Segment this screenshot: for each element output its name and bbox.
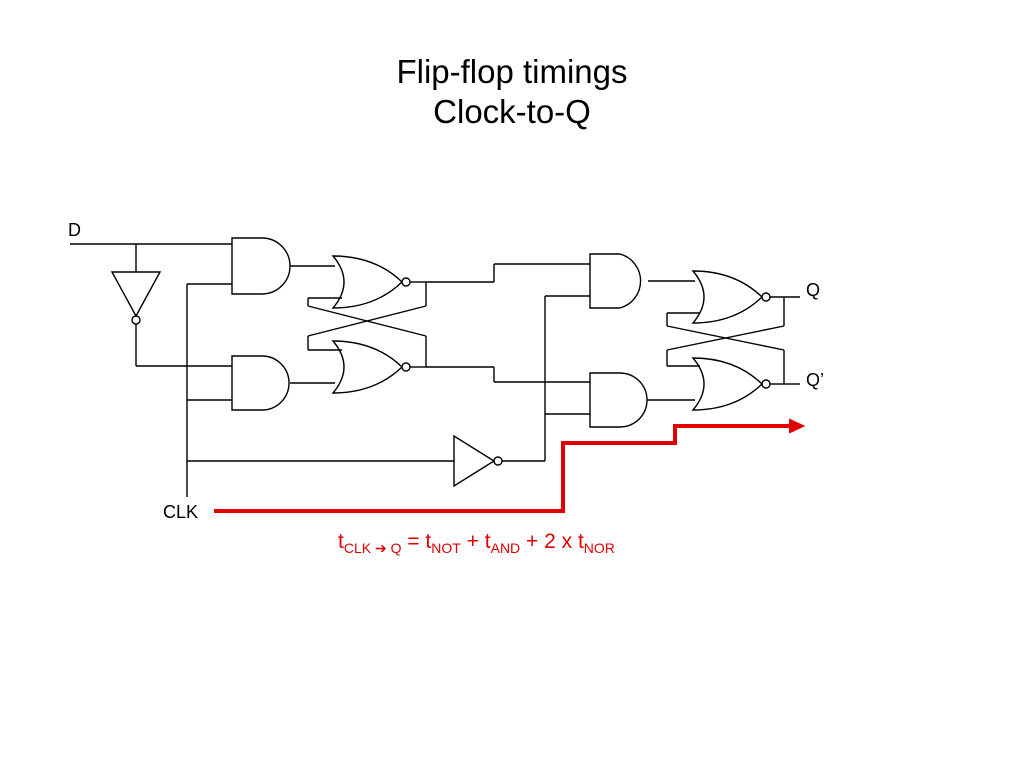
inverter-1-bubble — [131, 315, 141, 325]
wire-cross-1b — [307, 305, 427, 337]
critical-path — [214, 424, 790, 513]
formula-plus-2: + 2 x t — [520, 530, 584, 553]
inverter-2-body — [453, 434, 496, 488]
wire-cross-2b — [666, 325, 785, 351]
and-gate-1 — [231, 237, 291, 295]
inverter-1-body — [110, 271, 162, 318]
formula-sub-and: AND — [491, 540, 521, 556]
formula-sub-not: NOT — [431, 540, 461, 556]
and-gate-2 — [231, 355, 290, 411]
formula-sub-clk: CLK — [344, 540, 372, 556]
label-q: Q — [806, 280, 820, 300]
nor-gate-3-bubble — [761, 292, 771, 302]
formula-eq: = t — [401, 530, 431, 553]
formula-sub-nor: NOR — [584, 540, 615, 556]
and-gate-4 — [589, 372, 648, 428]
nor-gate-1-bubble — [401, 277, 411, 287]
inverter-2-bubble — [493, 456, 503, 466]
nor-gate-2-bubble — [401, 362, 411, 372]
label-q-bar: Q’ — [806, 370, 824, 390]
nor-gate-1 — [331, 255, 404, 309]
nor-gate-2 — [331, 340, 404, 394]
timing-formula: tCLK ➔ Q = tNOT + tAND + 2 x tNOR — [338, 530, 615, 556]
title-line-1: Flip-flop timings — [396, 53, 628, 90]
nor-gate-4 — [691, 357, 764, 411]
nor-gate-3 — [691, 270, 764, 324]
formula-arrow: ➔ — [371, 540, 391, 556]
slide-title: Flip-flop timings Clock-to-Q — [0, 52, 1024, 132]
and-gate-3 — [589, 253, 642, 309]
label-clk: CLK — [163, 502, 198, 522]
formula-t1: t — [338, 530, 344, 553]
label-d: D — [68, 220, 81, 240]
title-line-2: Clock-to-Q — [433, 93, 591, 130]
nor-gate-4-bubble — [761, 379, 771, 389]
right-arrow-icon — [789, 418, 806, 434]
formula-plus-1: + t — [461, 530, 491, 553]
formula-sub-q: Q — [391, 540, 402, 556]
